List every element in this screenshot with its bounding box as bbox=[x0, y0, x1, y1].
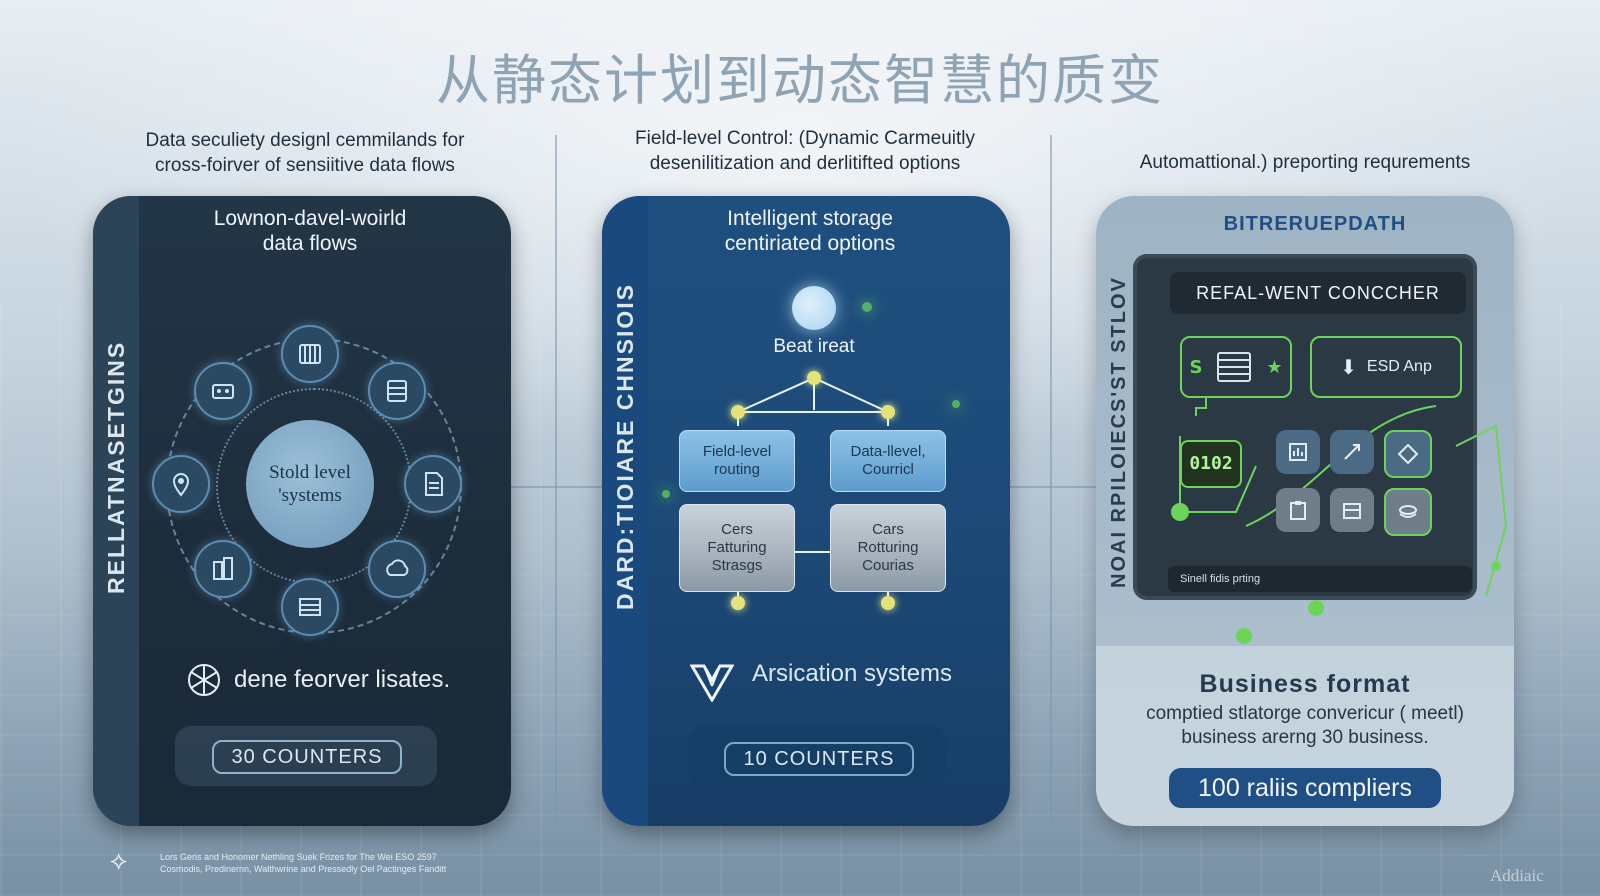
map-pin-icon bbox=[152, 455, 210, 513]
card3-compliers-button[interactable]: 100 raliis compliers bbox=[1169, 768, 1441, 808]
edit-icon[interactable] bbox=[1330, 430, 1374, 474]
card2-glow-1 bbox=[862, 302, 872, 312]
layers-icon[interactable] bbox=[1384, 488, 1432, 536]
card2-footer-text: Arsication systems bbox=[752, 660, 953, 687]
card1-title: Lownon-davel-woirld data flows bbox=[213, 207, 407, 255]
card2-box-cers[interactable]: Cers Fatturing Strasgs bbox=[679, 504, 795, 592]
card2-junction-right bbox=[881, 405, 895, 419]
card3-chip-right-label: ESD Anp bbox=[1366, 358, 1432, 375]
storage-icon bbox=[368, 362, 426, 420]
chart-icon bbox=[281, 578, 339, 636]
document-list-icon bbox=[1217, 352, 1252, 382]
building-icon bbox=[194, 540, 252, 598]
card2-counter-button[interactable]: 10 COUNTERS bbox=[724, 742, 914, 776]
document-icon bbox=[404, 455, 462, 513]
asterisk-logo-icon bbox=[186, 662, 222, 698]
caption-col3: Automattional.) preporting requrements bbox=[1139, 152, 1471, 173]
card2-box-data-control[interactable]: Data-llevel, Courricl bbox=[830, 430, 946, 492]
tri-logo-icon bbox=[689, 662, 735, 703]
clipboard-icon[interactable] bbox=[1276, 488, 1320, 532]
network-icon bbox=[281, 325, 339, 383]
card3-chip-right[interactable]: ⬇ ESD Anp bbox=[1310, 336, 1462, 398]
card2-root-label: Beat ireat bbox=[773, 336, 855, 357]
connector-left bbox=[511, 486, 603, 488]
card3-code-badge: 0102 bbox=[1180, 440, 1242, 488]
server-icon bbox=[194, 362, 252, 420]
card1-core-systems: Stold level 'systems bbox=[246, 420, 374, 548]
download-icon: ⬇ bbox=[1340, 356, 1357, 379]
card2-box-cars[interactable]: Cars Rotturing Courias bbox=[830, 504, 946, 592]
connector-right bbox=[1010, 486, 1096, 488]
report-icon[interactable] bbox=[1276, 430, 1320, 474]
card1-counter-box bbox=[175, 726, 437, 786]
divider-right bbox=[1050, 135, 1052, 825]
card2-box-field-routing[interactable]: Field-level routing bbox=[679, 430, 795, 492]
card1-side-strip bbox=[93, 196, 139, 826]
card3-chip-left-label: S bbox=[1189, 356, 1203, 378]
footer-logo-icon: ⟡ bbox=[110, 846, 128, 876]
card2-junction-top bbox=[807, 371, 821, 385]
footnote-line-1: Lors Geris and Honomer Nethling Suek Fri… bbox=[160, 852, 437, 862]
card3-panel-header: REFAL-WENT CONCCHER bbox=[1170, 272, 1466, 314]
caption-col2: Field-level Control: (Dynamic Carmeuitly… bbox=[635, 128, 975, 174]
cloud-icon bbox=[368, 540, 426, 598]
card3-business-title: Business format bbox=[1199, 670, 1411, 698]
card3-status-label: Sinell fidis prting bbox=[1180, 573, 1261, 585]
card3-chip-left[interactable]: S ★ bbox=[1180, 336, 1292, 398]
card3-title: BITRERUEPDATH bbox=[1223, 213, 1407, 235]
card2-flow-tree bbox=[737, 377, 889, 596]
card2-counter-box bbox=[688, 726, 946, 786]
card1-footer-text: dene feorver lisates. bbox=[234, 666, 451, 693]
dashboard-icon[interactable] bbox=[1330, 488, 1374, 532]
card2-junction-bottom-right bbox=[881, 596, 895, 610]
card2-side-strip bbox=[602, 196, 648, 826]
card2-junction-left bbox=[731, 405, 745, 419]
card2-glow-2 bbox=[662, 490, 670, 498]
star-icon: ★ bbox=[1266, 356, 1283, 378]
divider-left bbox=[555, 135, 557, 825]
card3-business-desc: comptied stlatorge convericur ( meetl) b… bbox=[1146, 703, 1464, 748]
card3-panel-header-label: REFAL-WENT CONCCHER bbox=[1196, 283, 1440, 303]
footnote-line-2: Cosmodis, Predinernn, Walthwrine and Pre… bbox=[160, 864, 447, 874]
card1-vertical-label: RELLATNASETGINS bbox=[103, 340, 129, 594]
watermark: Addiaic bbox=[1490, 866, 1544, 885]
card3-status-bar: Sinell fidis prting bbox=[1168, 566, 1472, 592]
card2-title: Intelligent storage centiriated options bbox=[724, 207, 896, 255]
card1-core-label: Stold level 'systems bbox=[269, 462, 351, 506]
card2-glow-3 bbox=[952, 400, 960, 408]
card2-junction-bottom-left bbox=[731, 596, 745, 610]
card3-code-badge-label: 0102 bbox=[1189, 453, 1233, 474]
card1-counter-button[interactable]: 30 COUNTERS bbox=[212, 740, 402, 774]
page-title: 从静态计划到动态智慧的质变 bbox=[436, 49, 1164, 112]
caption-col1: Data seculiety designl cemmilands for cr… bbox=[145, 130, 465, 176]
card2-root-node bbox=[792, 286, 836, 330]
diamond-icon[interactable] bbox=[1384, 430, 1432, 478]
